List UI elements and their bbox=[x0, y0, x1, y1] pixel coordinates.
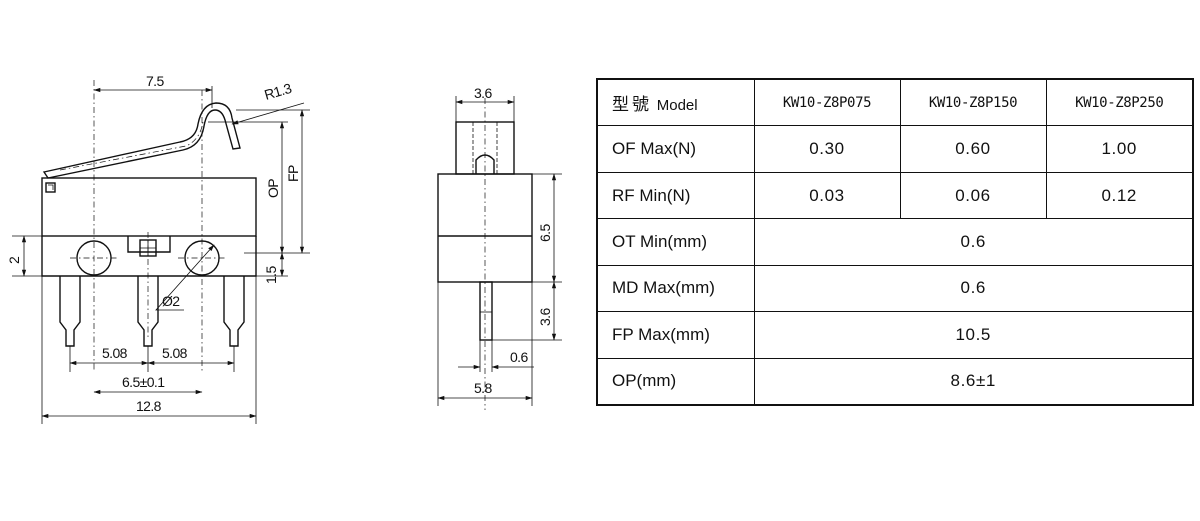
header-model-2: KW10-Z8P150 bbox=[899, 78, 1047, 127]
dim-pin-pitch-right: 5.08 bbox=[162, 345, 188, 361]
row-label: OF Max(N) bbox=[596, 125, 755, 173]
dim-fp-label: FP bbox=[285, 165, 301, 182]
table-row-ot-min: OT Min(mm) 0.6 bbox=[596, 218, 1194, 266]
switch-body bbox=[41, 177, 257, 237]
dim-hole-spacing: 6.5±0.1 bbox=[122, 374, 165, 390]
dim-op-label: OP bbox=[265, 179, 281, 198]
side-view: 3.6 6.5 3.6 0.6 5.8 bbox=[437, 85, 562, 410]
dim-side-overall-width: 5.8 bbox=[474, 380, 492, 396]
value-cell: 0.60 bbox=[899, 125, 1047, 173]
value-cell: 1.00 bbox=[1045, 125, 1194, 173]
row-label: OP(mm) bbox=[596, 357, 755, 406]
spec-table: 型號 Model KW10-Z8P075 KW10-Z8P150 KW10-Z8… bbox=[596, 78, 1194, 406]
value-cell: 0.03 bbox=[753, 171, 901, 220]
table-row-op: OP(mm) 8.6±1 bbox=[596, 357, 1194, 406]
table-row-rf-min: RF Min(N) 0.03 0.06 0.12 bbox=[596, 171, 1194, 220]
dim-hole-diameter: Ø2 bbox=[162, 293, 180, 309]
body-marker bbox=[45, 182, 56, 193]
dim-top-width: 7.5 bbox=[146, 73, 164, 89]
switch-base bbox=[41, 236, 257, 277]
table-header-row: 型號 Model KW10-Z8P075 KW10-Z8P150 KW10-Z8… bbox=[596, 78, 1194, 127]
value-cell: 0.30 bbox=[753, 125, 901, 173]
row-label: MD Max(mm) bbox=[596, 264, 755, 313]
dim-lever-radius: R1.3 bbox=[262, 80, 293, 103]
dim-right-height: 1.5 bbox=[263, 266, 279, 284]
dim-pin-pitch-left: 5.08 bbox=[102, 345, 128, 361]
dim-side-body-height: 6.5 bbox=[537, 224, 553, 242]
table-row-md-max: MD Max(mm) 0.6 bbox=[596, 264, 1194, 313]
row-label: FP Max(mm) bbox=[596, 311, 755, 359]
value-cell: 0.06 bbox=[899, 171, 1047, 220]
table-row-of-max: OF Max(N) 0.30 0.60 1.00 bbox=[596, 125, 1194, 173]
header-label-cell: 型號 Model bbox=[596, 78, 755, 127]
actuator-lever bbox=[42, 102, 241, 179]
dim-side-pin-thickness: 0.6 bbox=[510, 349, 528, 365]
row-label: RF Min(N) bbox=[596, 171, 755, 220]
dim-left-height: 2 bbox=[6, 256, 22, 264]
dim-side-pin-length: 3.6 bbox=[537, 308, 553, 326]
value-cell-span: 10.5 bbox=[753, 311, 1194, 359]
header-model-1: KW10-Z8P075 bbox=[753, 78, 901, 127]
header-label-cjk: 型號 bbox=[612, 95, 652, 116]
row-label: OT Min(mm) bbox=[596, 218, 755, 266]
terminal-pins bbox=[59, 276, 245, 347]
front-view: 7.5 R1.3 OP FP 1.5 2 Ø2 5.08 5.08 6.5±0.… bbox=[6, 73, 310, 424]
value-cell: 0.12 bbox=[1045, 171, 1194, 220]
header-label-en: Model bbox=[656, 97, 698, 115]
header-model-3: KW10-Z8P250 bbox=[1045, 78, 1194, 127]
value-cell-span: 0.6 bbox=[753, 264, 1194, 313]
dim-side-top-width: 3.6 bbox=[474, 85, 492, 101]
dim-overall-width: 12.8 bbox=[136, 398, 162, 414]
table-row-fp-max: FP Max(mm) 10.5 bbox=[596, 311, 1194, 359]
side-pin bbox=[479, 281, 493, 341]
value-cell-span: 0.6 bbox=[753, 218, 1194, 266]
value-cell-span: 8.6±1 bbox=[753, 357, 1194, 406]
